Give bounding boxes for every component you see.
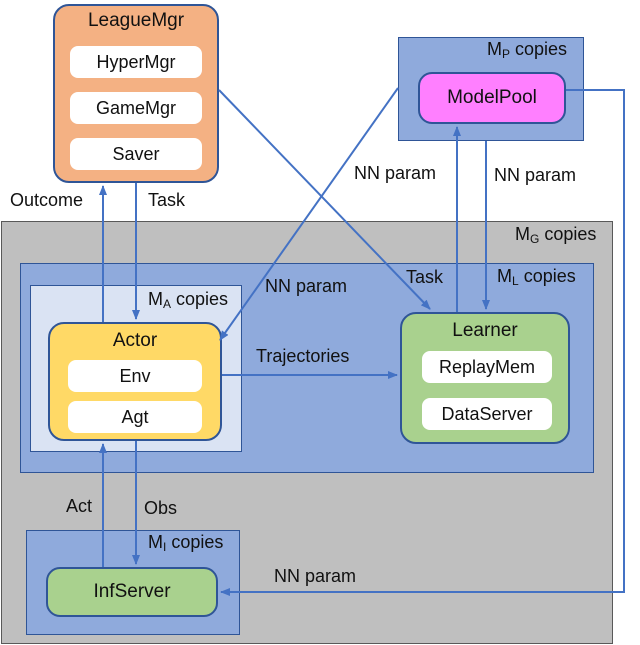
- model-pool-node: ModelPool: [418, 72, 566, 124]
- agt-item: Agt: [68, 401, 202, 433]
- league-mgr-node: LeagueMgr HyperMgr GameMgr Saver: [53, 4, 219, 183]
- nn-param-inf-label: NN param: [274, 566, 357, 586]
- mi-copies-label: MI copies: [148, 532, 224, 554]
- mp-copies-label: MP copies: [487, 39, 568, 61]
- task-learner-label: Task: [406, 267, 444, 287]
- learner-title: Learner: [452, 320, 518, 341]
- model-pool-title: ModelPool: [447, 87, 537, 108]
- ml-copies-label: ML copies: [497, 266, 576, 288]
- env-item: Env: [68, 360, 202, 392]
- saver-item: Saver: [70, 138, 202, 170]
- obs-label: Obs: [144, 498, 178, 518]
- task-actor-label: Task: [148, 190, 186, 210]
- nn-param-learner-label: NN param: [494, 165, 577, 185]
- inf-server-node: InfServer: [46, 567, 218, 617]
- act-label: Act: [66, 496, 93, 516]
- learner-node: Learner ReplayMem DataServer: [400, 312, 570, 444]
- outcome-label: Outcome: [10, 190, 84, 210]
- actor-title: Actor: [112, 330, 158, 351]
- replay-mem-item: ReplayMem: [422, 351, 552, 383]
- hyper-mgr-item: HyperMgr: [70, 46, 202, 78]
- inf-server-title: InfServer: [93, 581, 171, 602]
- nn-param-pool-label: NN param: [354, 163, 437, 183]
- trajectories-label: Trajectories: [256, 346, 350, 366]
- mg-copies-label: MG copies: [515, 224, 597, 246]
- ma-copies-label: MA copies: [148, 289, 229, 311]
- game-mgr-item: GameMgr: [70, 92, 202, 124]
- data-server-item: DataServer: [422, 398, 552, 430]
- league-mgr-title: LeagueMgr: [87, 10, 185, 31]
- actor-node: Actor Env Agt: [48, 322, 222, 441]
- nn-param-actor-label: NN param: [265, 276, 348, 296]
